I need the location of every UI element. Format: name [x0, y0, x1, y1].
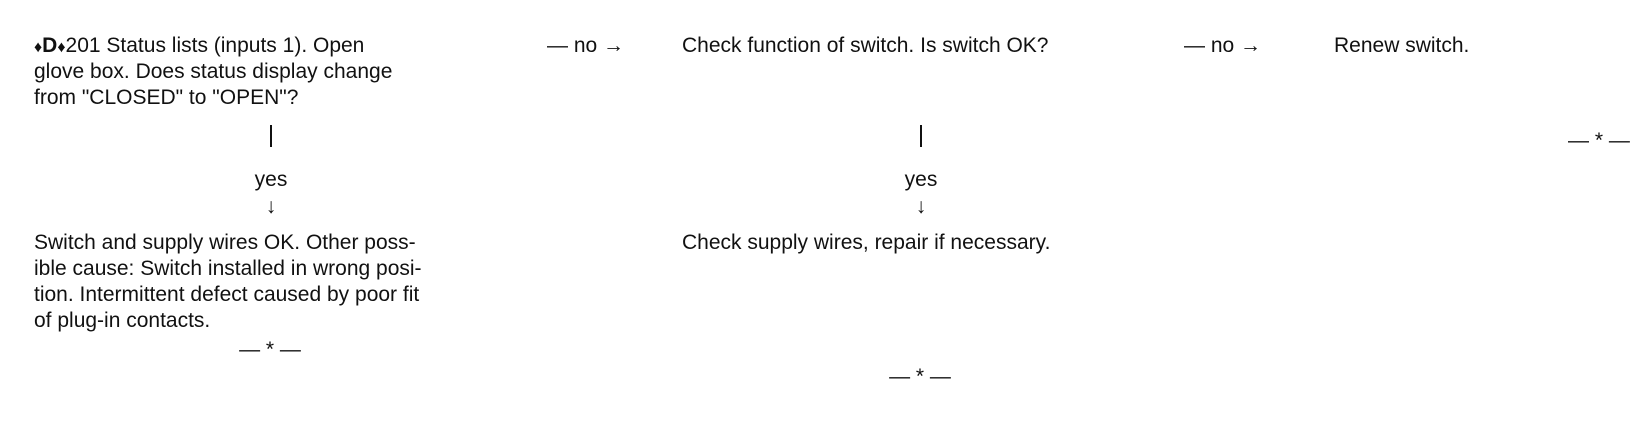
step-question-line-1: ♦D♦201 Status lists (inputs 1). Open [34, 33, 364, 61]
yes-connector-line [270, 125, 272, 147]
switch-ok-node-line-4: of plug-in contacts. [34, 309, 211, 332]
step-question-line-3: from "CLOSED" to "OPEN"? [34, 86, 299, 109]
diamond-marker-icon: ♦ [34, 39, 43, 56]
step-number: 201 [65, 34, 101, 57]
switch-ok-node-line-1: Switch and supply wires OK. Other poss- [34, 231, 416, 254]
switch-ok-node-line-2: ible cause: Switch installed in wrong po… [34, 257, 422, 280]
no-arrow-connector: — no → [547, 34, 625, 57]
step-question-text: Status lists (inputs 1). Open [106, 34, 365, 57]
end-mark: — * — [889, 365, 951, 388]
renew-switch-node: Renew switch. [1334, 34, 1470, 57]
diamond-marker-icon: ♦ [57, 39, 66, 56]
step-code: D [42, 34, 58, 57]
yes-label: yes [254, 168, 288, 191]
end-mark: — * — [239, 338, 301, 361]
end-mark: — * — [1568, 129, 1630, 152]
step-question-line-2: glove box. Does status display change [34, 60, 393, 83]
check-switch-node: Check function of switch. Is switch OK? [682, 34, 1049, 57]
no-arrow-connector: — no → [1184, 34, 1262, 57]
switch-ok-node-line-3: tion. Intermittent defect caused by poor… [34, 283, 420, 306]
down-arrow-icon: ↓ [915, 195, 927, 218]
yes-connector-line [920, 125, 922, 147]
yes-label: yes [904, 168, 938, 191]
down-arrow-icon: ↓ [265, 195, 277, 218]
check-wires-node: Check supply wires, repair if necessary. [682, 231, 1051, 254]
